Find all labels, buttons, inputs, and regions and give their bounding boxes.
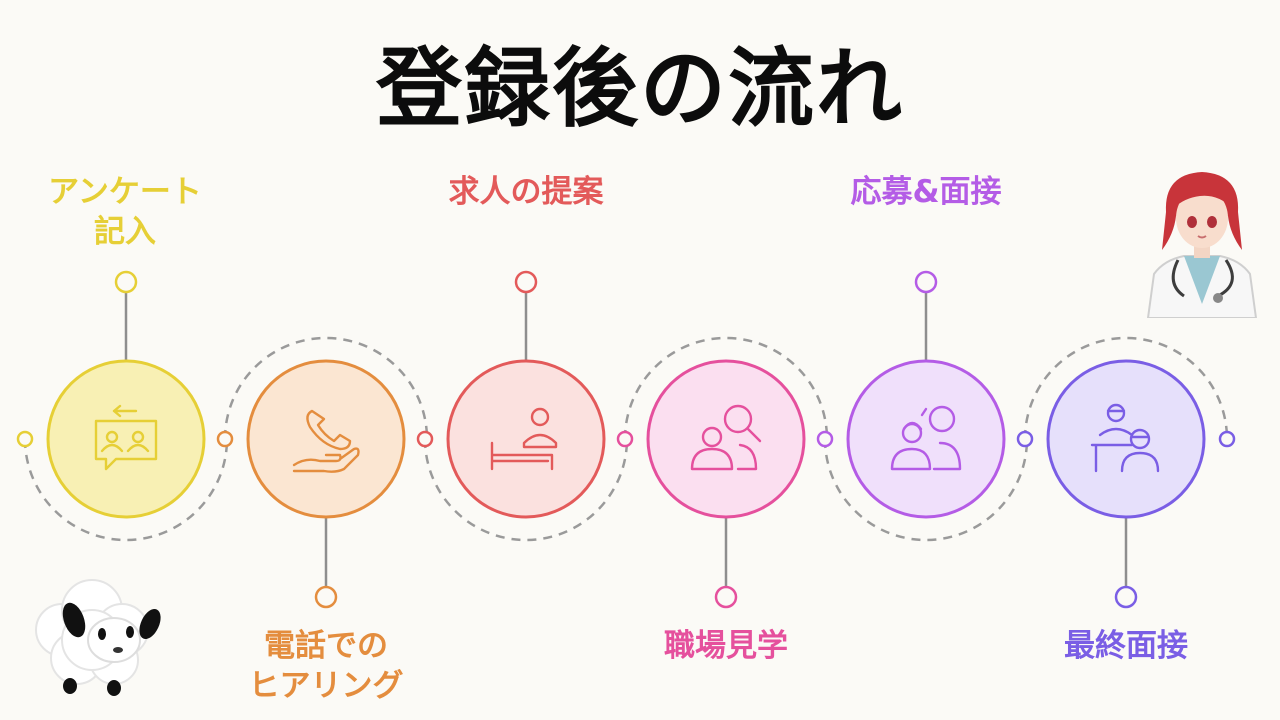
step-label-line: 電話での: [264, 628, 388, 664]
connector-dot: [1218, 430, 1236, 448]
step-label-final: 最終面接: [1006, 626, 1246, 666]
step-circle: [246, 359, 406, 519]
connector-dot: [616, 430, 634, 448]
interview-people-icon: [890, 405, 962, 471]
step-end-dot: [114, 270, 138, 294]
step-label-visit: 職場見学: [606, 626, 846, 666]
person-desk-icon: [490, 407, 558, 471]
final-interview-icon: [1090, 403, 1160, 473]
step-label-line: 求人の提案: [448, 174, 604, 210]
step-circle: [846, 359, 1006, 519]
step-label-survey: アンケート 記入: [5, 172, 245, 252]
step-label-hearing: 電話での ヒアリング: [206, 626, 446, 706]
step-label-proposal: 求人の提案: [406, 172, 646, 212]
connector-dot: [16, 430, 34, 448]
step-stems: [124, 282, 1128, 597]
people-search-icon: [690, 404, 762, 471]
step-label-line: ヒアリング: [248, 668, 404, 704]
step-label-line: 記入: [94, 214, 156, 250]
step-label-line: 応募&面接: [850, 174, 1002, 210]
step-label-line: 職場見学: [664, 628, 788, 664]
step-end-dot: [1114, 585, 1138, 609]
sheep-mascot-icon: [35, 579, 161, 696]
step-end-dot: [914, 270, 938, 294]
step-icons: [94, 403, 1160, 473]
chat-swap-people-icon: [94, 404, 158, 471]
step-circles: [16, 270, 1236, 609]
step-end-dot: [314, 585, 338, 609]
step-end-dot: [514, 270, 538, 294]
step-label-line: 最終面接: [1064, 628, 1188, 664]
step-circle: [646, 359, 806, 519]
step-circle: [1046, 359, 1206, 519]
nurse-character-icon: [1146, 172, 1258, 318]
step-circle: [446, 359, 606, 519]
connector-dot: [416, 430, 434, 448]
step-label-line: アンケート: [48, 174, 202, 210]
page-title: 登録後の流れ: [376, 39, 904, 139]
connector-dot: [1016, 430, 1034, 448]
connector-dot: [216, 430, 234, 448]
connector-dot: [816, 430, 834, 448]
step-label-application: 応募&面接: [806, 172, 1046, 212]
step-end-dot: [714, 585, 738, 609]
phone-hand-icon: [292, 409, 360, 473]
step-circle: [46, 359, 206, 519]
